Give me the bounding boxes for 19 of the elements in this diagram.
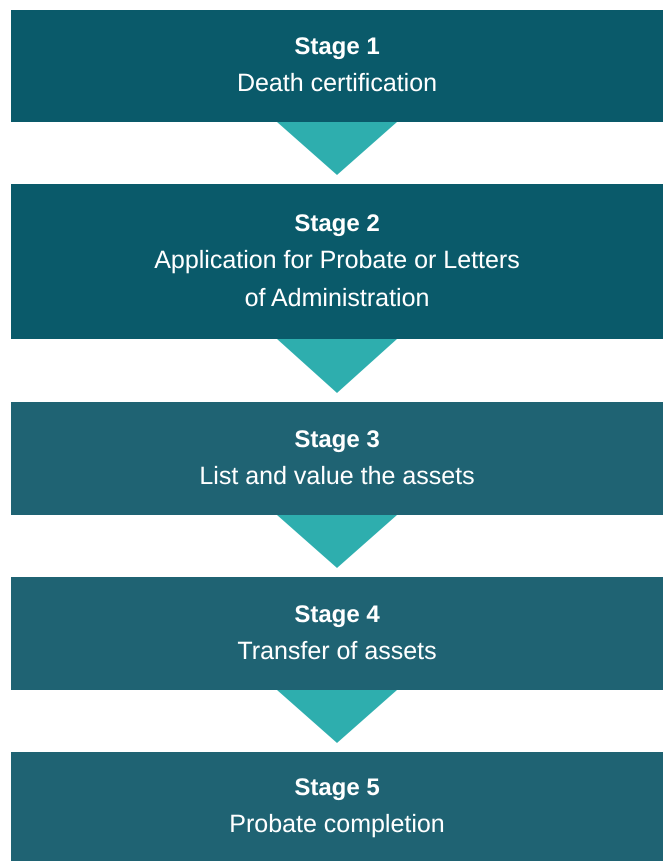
chevron-arrow <box>277 339 397 393</box>
stage-heading: Stage 1 <box>294 32 380 62</box>
chevron-arrow <box>277 690 397 743</box>
stage-box <box>11 577 663 690</box>
stage-description: List and value the assets <box>199 460 475 492</box>
stage-heading: Stage 2 <box>294 208 380 238</box>
stage-description: Probate completion <box>229 808 445 840</box>
stage-heading: Stage 3 <box>294 424 380 454</box>
stage-box <box>11 10 663 122</box>
stage-description: Death certification <box>236 68 438 99</box>
stage-description: Transfer of assets <box>237 636 437 666</box>
chevron-arrow <box>277 515 397 568</box>
stage-description: Application for Probate or Letters of Administration <box>153 244 521 314</box>
stage-heading: Stage 4 <box>294 600 380 630</box>
stage-box <box>11 184 663 339</box>
chevron-arrow <box>277 122 397 175</box>
stage-box <box>11 752 663 861</box>
stage-heading: Stage 5 <box>294 772 380 802</box>
stage-box <box>11 402 663 515</box>
